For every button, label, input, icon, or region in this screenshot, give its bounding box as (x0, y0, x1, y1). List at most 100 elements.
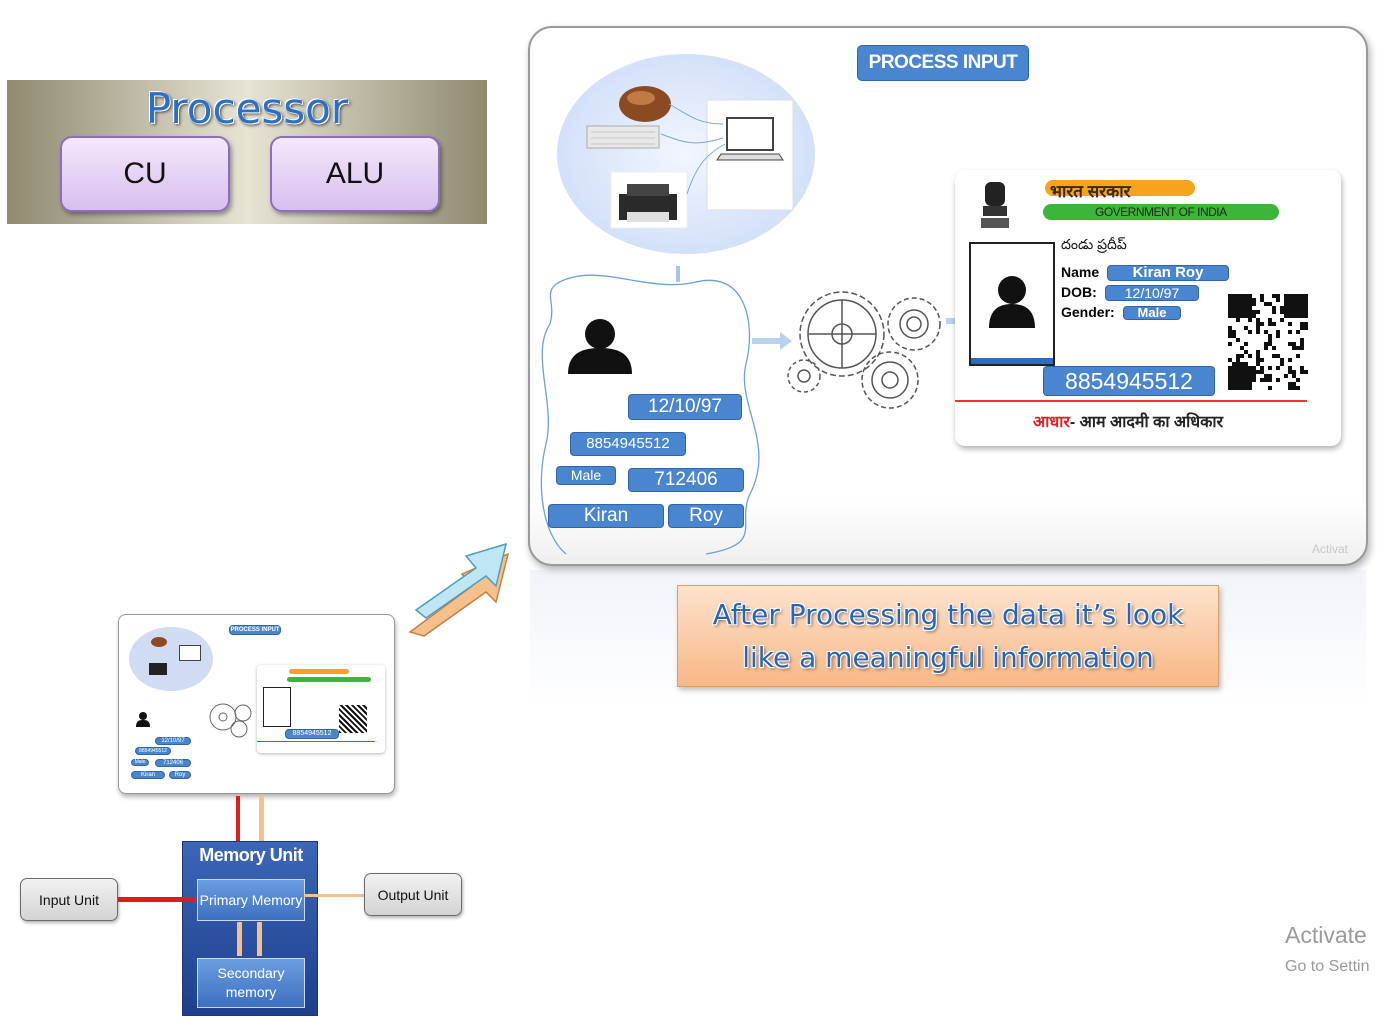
card-aadhaar-number: 8854945512 (1043, 366, 1215, 396)
qr-cell (1244, 382, 1248, 386)
thumb-card: 8854945512 (257, 665, 385, 753)
qr-cell (1248, 318, 1252, 322)
qr-cell (1304, 310, 1308, 314)
qr-cell (1252, 310, 1256, 314)
qr-cell (1288, 302, 1292, 306)
card-telugu-name: దండు ప్రదీప్ (1061, 236, 1127, 252)
saffron-stripe (1045, 180, 1195, 196)
qr-cell (1300, 342, 1304, 346)
qr-cell (1236, 358, 1240, 362)
devices-icon (586, 86, 794, 229)
qr-cell (1236, 382, 1240, 386)
qr-cell (1264, 302, 1268, 306)
qr-cell (1244, 294, 1248, 298)
qr-cell (1300, 326, 1304, 330)
qr-cell (1244, 386, 1248, 390)
qr-cell (1292, 386, 1296, 390)
qr-cell (1300, 314, 1304, 318)
qr-cell (1292, 382, 1296, 386)
processor-title: Processor (145, 84, 349, 133)
qr-cell (1276, 334, 1280, 338)
qr-cell (1296, 306, 1300, 310)
qr-cell (1292, 310, 1296, 314)
input-unit-box: Input Unit (20, 878, 118, 921)
peach-connector-up (259, 796, 264, 841)
qr-cell (1264, 374, 1268, 378)
raw-number-tag: 8854945512 (570, 432, 686, 456)
qr-cell (1288, 342, 1292, 346)
qr-cell (1300, 298, 1304, 302)
qr-cell (1244, 314, 1248, 318)
qr-cell (1236, 386, 1240, 390)
qr-cell (1296, 386, 1300, 390)
qr-cell (1296, 294, 1300, 298)
qr-cell (1260, 370, 1264, 374)
qr-cell (1228, 310, 1232, 314)
qr-cell (1236, 370, 1240, 374)
card-dob-value: 12/10/97 (1105, 285, 1199, 301)
photo-frame (969, 242, 1055, 366)
gears-icon (787, 291, 941, 409)
qr-cell (1256, 362, 1260, 366)
qr-cell (1240, 378, 1244, 382)
qr-cell (1292, 342, 1296, 346)
qr-cell (1248, 374, 1252, 378)
qr-cell (1260, 298, 1264, 302)
qr-cell (1228, 314, 1232, 318)
card-footer-rest: - आम आदमी का अधिकार (1069, 414, 1224, 431)
qr-cell (1292, 294, 1296, 298)
qr-cell (1244, 366, 1248, 370)
qr-cell (1228, 294, 1232, 298)
qr-cell (1276, 366, 1280, 370)
qr-cell (1240, 306, 1244, 310)
qr-cell (1256, 322, 1260, 326)
qr-cell (1244, 350, 1248, 354)
thumb-laptop-icon (179, 645, 201, 661)
qr-cell (1248, 314, 1252, 318)
qr-cell (1236, 338, 1240, 342)
qr-cell (1256, 370, 1260, 374)
process-input-thumbnail: PROCESS INPUT 12/10/97 8854945512 Male 7… (118, 614, 395, 794)
card-footer-highlight: आधार (1033, 414, 1070, 431)
card-name-value: Kiran Roy (1107, 265, 1229, 281)
qr-cell (1292, 314, 1296, 318)
qr-cell (1252, 366, 1256, 370)
qr-code-icon (1227, 294, 1309, 390)
qr-cell (1288, 382, 1292, 386)
qr-cell (1268, 374, 1272, 378)
qr-cell (1304, 302, 1308, 306)
thumb-dob: 12/10/97 (155, 737, 191, 745)
qr-cell (1248, 302, 1252, 306)
qr-cell (1288, 314, 1292, 318)
qr-cell (1292, 346, 1296, 350)
qr-cell (1296, 310, 1300, 314)
qr-cell (1304, 306, 1308, 310)
qr-cell (1252, 370, 1256, 374)
qr-cell (1236, 318, 1240, 322)
qr-cell (1236, 362, 1240, 366)
qr-cell (1288, 298, 1292, 302)
qr-cell (1260, 366, 1264, 370)
qr-cell (1236, 294, 1240, 298)
thumb-card-number: 8854945512 (285, 729, 339, 739)
card-red-line (955, 400, 1307, 402)
panel-watermark: Activat (1312, 542, 1349, 556)
qr-cell (1296, 378, 1300, 382)
qr-cell (1248, 310, 1252, 314)
raw-lastname-tag: Roy (668, 504, 744, 528)
qr-cell (1248, 330, 1252, 334)
qr-cell (1288, 386, 1292, 390)
thumb-gears-icon (209, 703, 252, 738)
qr-cell (1252, 378, 1256, 382)
qr-cell (1292, 306, 1296, 310)
qr-cell (1256, 318, 1260, 322)
qr-cell (1248, 386, 1252, 390)
qr-cell (1232, 370, 1236, 374)
qr-cell (1284, 310, 1288, 314)
qr-cell (1288, 294, 1292, 298)
qr-cell (1256, 358, 1260, 362)
qr-cell (1240, 362, 1244, 366)
qr-cell (1236, 366, 1240, 370)
qr-cell (1300, 306, 1304, 310)
qr-cell (1244, 306, 1248, 310)
